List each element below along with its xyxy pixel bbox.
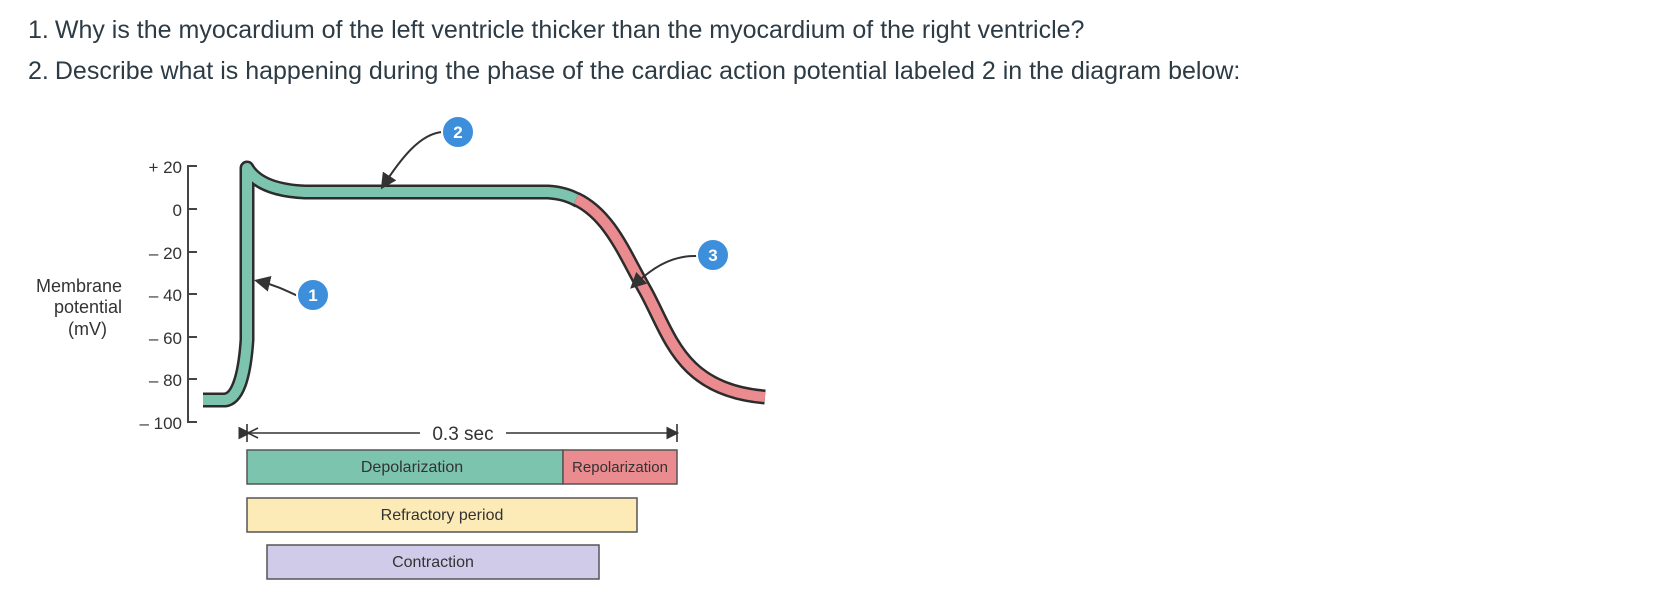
action-potential-green-outline bbox=[203, 160, 583, 408]
tick-label: – 80 bbox=[149, 371, 182, 390]
y-axis-label-line-3: (mV) bbox=[68, 319, 107, 339]
callout-arrow-3 bbox=[630, 254, 698, 289]
action-potential-red-phase bbox=[573, 194, 766, 402]
y-axis-label-line-1: Membrane bbox=[36, 276, 122, 296]
phase-number-1: 1 bbox=[308, 286, 317, 305]
duration-label: 0.3 sec bbox=[432, 424, 493, 445]
question-number: 2 bbox=[28, 57, 49, 85]
tick-label: – 40 bbox=[149, 286, 182, 305]
question-number: 1 bbox=[28, 16, 49, 44]
repolarization-label: Repolarization bbox=[572, 459, 668, 476]
tick-label: – 100 bbox=[139, 414, 182, 433]
refractory-period-bar bbox=[246, 497, 638, 533]
phase-number-2: 2 bbox=[453, 123, 462, 142]
y-axis-label-line-2: potential bbox=[54, 297, 122, 317]
phase-badge-3: 3 bbox=[696, 238, 730, 272]
tick-label: 0 bbox=[173, 201, 182, 220]
refractory-period-label: Refractory period bbox=[381, 507, 504, 524]
phase-badge-1: 1 bbox=[296, 278, 330, 312]
callout-arrow-1 bbox=[254, 275, 301, 298]
question-2: 2Describe what is happening during the p… bbox=[28, 51, 1628, 92]
tick-label: – 20 bbox=[149, 244, 182, 263]
repolarization-bar bbox=[562, 449, 678, 485]
duration-indicator bbox=[238, 424, 680, 442]
phase-number-3: 3 bbox=[708, 246, 717, 265]
depolarization-label: Depolarization bbox=[361, 459, 463, 476]
tick-label: – 60 bbox=[149, 329, 182, 348]
phase-badge-2: 2 bbox=[441, 115, 475, 149]
question-1: 1Why is the myocardium of the left ventr… bbox=[28, 10, 1628, 51]
depolarization-bar bbox=[246, 449, 564, 485]
question-text: Describe what is happening during the ph… bbox=[54, 57, 1241, 85]
contraction-label: Contraction bbox=[392, 554, 474, 571]
question-list: 1Why is the myocardium of the left ventr… bbox=[28, 10, 1628, 92]
question-text: Why is the myocardium of the left ventri… bbox=[54, 16, 1085, 44]
y-axis-ticks bbox=[188, 165, 197, 423]
tick-label: + 20 bbox=[148, 158, 182, 177]
callout-arrow-2 bbox=[380, 131, 444, 190]
action-potential-green-phase bbox=[203, 163, 582, 405]
contraction-bar bbox=[266, 544, 600, 580]
